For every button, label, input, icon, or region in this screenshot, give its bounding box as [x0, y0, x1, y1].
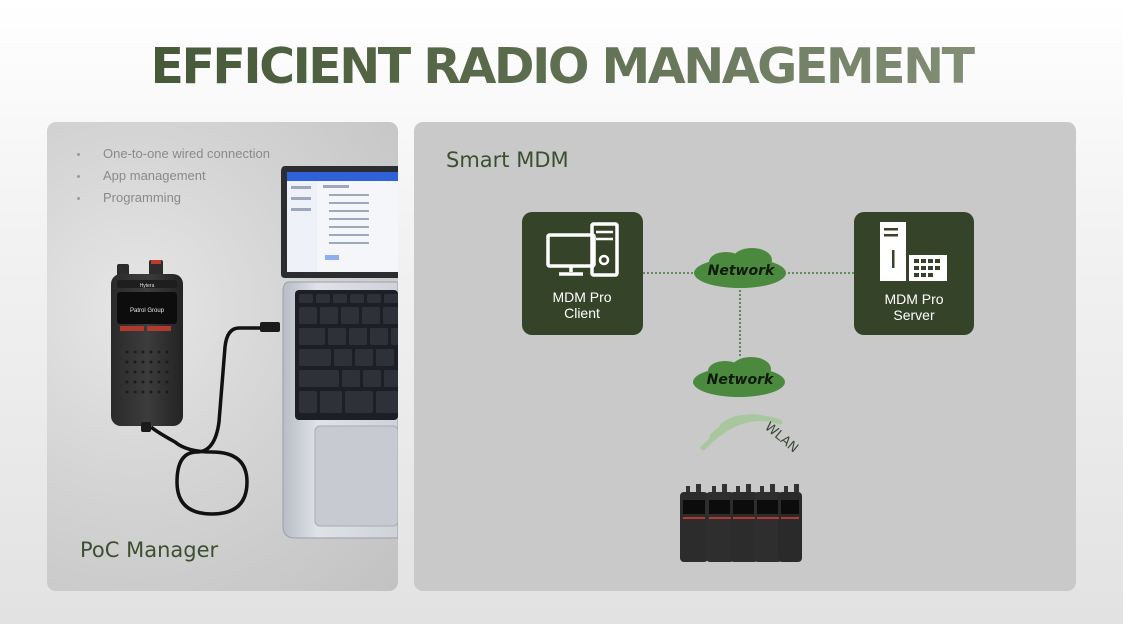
radio-unit	[778, 484, 802, 562]
radio-unit	[730, 484, 758, 562]
radio-screen-text: Patrol Group	[130, 308, 165, 314]
feature-list: One-to-one wired connection App manageme…	[75, 146, 270, 212]
server-icon	[880, 222, 947, 281]
radio-fleet	[680, 484, 802, 562]
usb-cable	[149, 326, 260, 516]
network-label-top: Network	[708, 263, 776, 279]
radio-unit	[680, 484, 708, 562]
feature-item: App management	[75, 168, 270, 190]
server-label-line2: Server	[893, 307, 935, 323]
client-label-line1: MDM Pro	[552, 289, 611, 305]
radio-device: Hytera Patrol Group	[111, 260, 183, 432]
mdm-diagram: MDM Pro Client MDM Pro Server	[522, 212, 974, 562]
smart-mdm-caption: Smart MDM	[446, 148, 569, 172]
smart-mdm-panel: Smart MDM MDM Pro Client	[414, 122, 1076, 591]
feature-item: One-to-one wired connection	[75, 146, 270, 168]
poc-manager-panel: Hytera Patrol Group One-to-one wired con…	[47, 122, 398, 591]
client-label-line2: Client	[564, 305, 600, 321]
network-cloud-icon: Network	[694, 248, 786, 288]
radio-brand-label: Hytera	[140, 283, 155, 289]
feature-item: Programming	[75, 190, 270, 212]
network-cloud-icon: Network	[693, 357, 785, 397]
wifi-icon	[700, 414, 783, 451]
computer-icon	[546, 222, 619, 277]
poc-manager-caption: PoC Manager	[80, 538, 219, 562]
laptop-screen	[281, 166, 398, 278]
server-label-line1: MDM Pro	[884, 291, 943, 307]
page-title: EFFICIENT RADIO MANAGEMENT	[0, 38, 1123, 95]
radio-laptop-photo: Hytera Patrol Group	[111, 166, 398, 539]
radio-unit	[754, 484, 782, 562]
radio-unit	[706, 484, 734, 562]
mdm-server-node: MDM Pro Server	[854, 212, 974, 335]
mdm-client-node: MDM Pro Client	[522, 212, 643, 335]
laptop	[260, 281, 398, 539]
network-label-bottom: Network	[707, 372, 775, 388]
